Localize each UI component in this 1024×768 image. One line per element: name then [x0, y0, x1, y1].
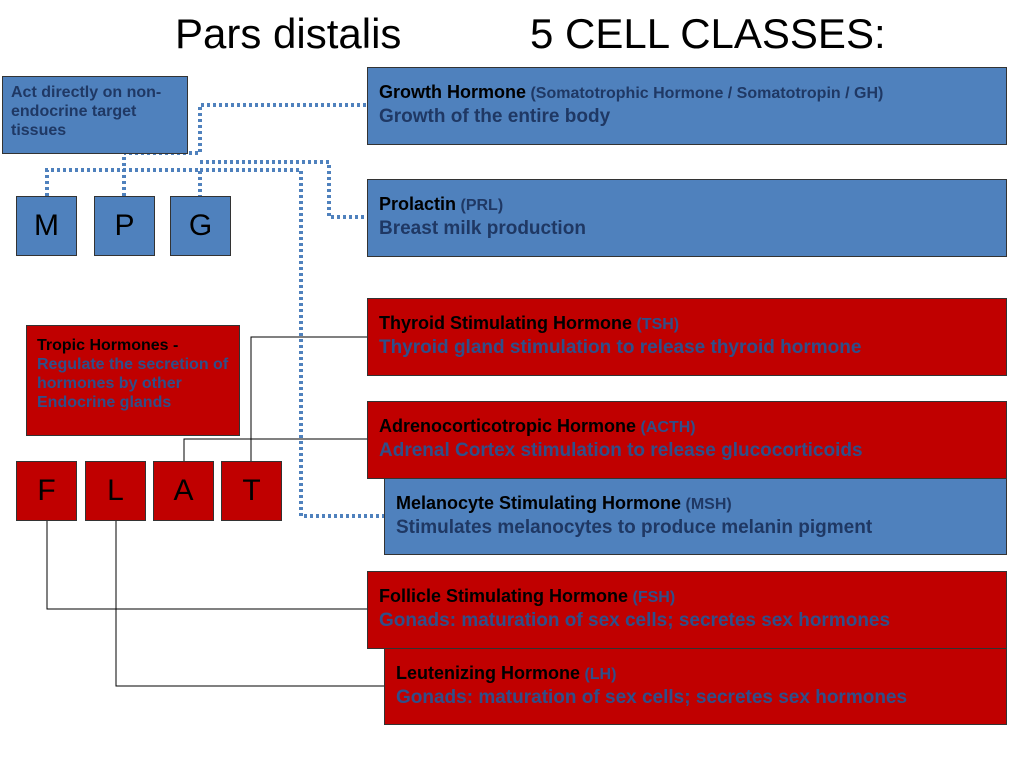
hormone-abbr: (MSH): [685, 496, 732, 513]
connector-fsh: [46, 521, 367, 610]
connector-msh: [200, 168, 384, 518]
hormone-box-acth: Adrenocorticotropic Hormone (ACTH) Adren…: [367, 401, 1007, 479]
hormone-desc: Adrenal Cortex stimulation to release gl…: [379, 440, 863, 461]
tropic-hormones-heading: Tropic Hormones -: [37, 337, 179, 354]
hormone-desc: Thyroid gland stimulation to release thy…: [379, 337, 862, 358]
hormone-box-msh: Melanocyte Stimulating Hormone (MSH) Sti…: [384, 478, 1007, 555]
hormone-abbr: (FSH): [632, 589, 676, 606]
connector-prl: [45, 168, 202, 196]
hormone-name: Thyroid Stimulating Hormone: [379, 313, 633, 333]
cell-box-l: L: [85, 461, 146, 521]
hormone-box-tsh: Thyroid Stimulating Hormone (TSH) Thyroi…: [367, 298, 1007, 376]
hormone-name: Leutenizing Hormone: [396, 663, 580, 683]
hormone-desc: Gonads: maturation of sex cells; secrete…: [379, 610, 891, 631]
cell-box-a: A: [153, 461, 214, 521]
hormone-name: Melanocyte Stimulating Hormone: [396, 493, 682, 513]
connector-tsh: [250, 336, 367, 461]
cell-box-p: P: [94, 196, 155, 256]
hormone-name: Adrenocorticotropic Hormone: [379, 416, 637, 436]
tropic-hormones-text: Regulate the secretion of hormones by ot…: [37, 356, 229, 411]
hormone-desc: Gonads: maturation of sex cells; secrete…: [396, 687, 908, 708]
hormone-box-prl: Prolactin (PRL) Breast milk production: [367, 179, 1007, 257]
connector-gh: [122, 103, 367, 196]
hormone-name: Prolactin: [379, 194, 457, 214]
hormone-box-lh: Leutenizing Hormone (LH) Gonads: maturat…: [384, 648, 1007, 725]
tropic-hormones-note: Tropic Hormones - Regulate the secretion…: [26, 325, 240, 436]
connector-prl-line: [200, 160, 367, 219]
hormone-box-fsh: Follicle Stimulating Hormone (FSH) Gonad…: [367, 571, 1007, 649]
hormone-abbr: (ACTH): [640, 419, 696, 436]
cell-box-m: M: [16, 196, 77, 256]
page-title-right: 5 CELL CLASSES:: [530, 10, 886, 57]
hormone-abbr: (LH): [584, 666, 617, 683]
connector-acth: [183, 438, 367, 461]
hormone-desc: Breast milk production: [379, 218, 586, 239]
hormone-desc: Growth of the entire body: [379, 106, 611, 127]
hormone-abbr: (PRL): [460, 197, 504, 214]
hormone-abbr: (TSH): [636, 316, 680, 333]
hormone-name: Follicle Stimulating Hormone: [379, 586, 629, 606]
hormone-desc: Stimulates melanocytes to produce melani…: [396, 517, 873, 538]
cell-box-f: F: [16, 461, 77, 521]
hormone-abbr: (Somatotrophic Hormone / Somatotropin / …: [530, 85, 884, 102]
hormone-box-gh: Growth Hormone (Somatotrophic Hormone / …: [367, 67, 1007, 145]
connector-lh: [115, 521, 384, 687]
page-title-left: Pars distalis: [175, 10, 402, 57]
cell-box-g: G: [170, 196, 231, 256]
hormone-name: Growth Hormone: [379, 82, 526, 102]
cell-box-t: T: [221, 461, 282, 521]
direct-action-note: Act directly on non-endocrine target tis…: [2, 76, 188, 154]
